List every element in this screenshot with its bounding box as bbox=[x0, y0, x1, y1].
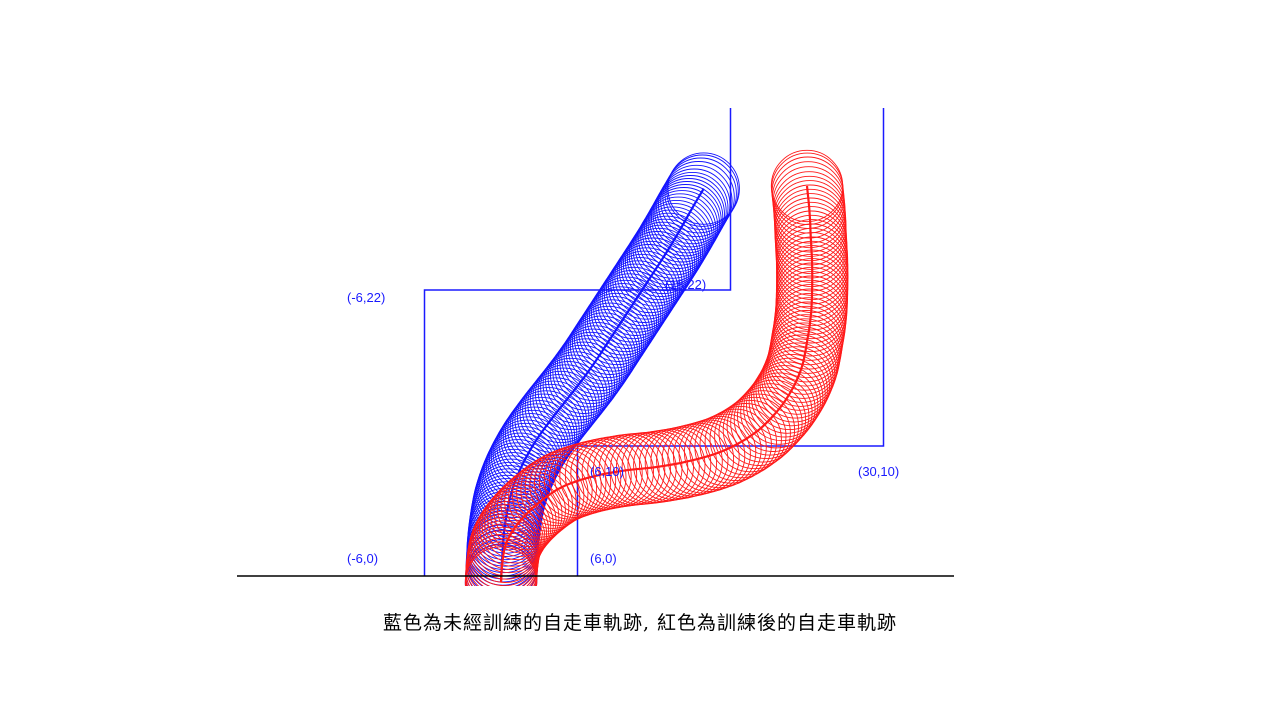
car-footprint-circle bbox=[512, 387, 585, 460]
car-footprint-circle bbox=[481, 487, 554, 561]
car-footprint-circle bbox=[726, 390, 799, 463]
car-footprint-circle bbox=[493, 474, 566, 547]
corner-label-right: (30,10) bbox=[858, 464, 899, 479]
car-footprint-circle bbox=[658, 168, 731, 241]
car-footprint-circle bbox=[645, 190, 719, 263]
corner-label-inner: (6,10) bbox=[590, 464, 624, 479]
trained-trajectory bbox=[464, 149, 849, 586]
car-footprint-circle bbox=[538, 445, 612, 518]
car-footprint-circle bbox=[650, 181, 724, 254]
car-footprint-circle bbox=[480, 442, 553, 515]
car-footprint-circle bbox=[612, 244, 685, 317]
car-footprint-circle bbox=[549, 338, 623, 411]
corner-label-br: (6,0) bbox=[590, 551, 617, 566]
car-footprint-circle bbox=[770, 149, 844, 223]
car-footprint-circle bbox=[662, 161, 735, 234]
car-footprint-circle bbox=[642, 196, 715, 269]
car-footprint-circle bbox=[508, 462, 581, 535]
car-footprint-circle bbox=[529, 364, 603, 437]
car-footprint-circle bbox=[620, 231, 694, 304]
car-footprint-circle bbox=[496, 471, 570, 544]
car-footprint-circle bbox=[537, 354, 610, 427]
car-footprint-circle bbox=[535, 357, 608, 431]
car-footprint-circle bbox=[714, 399, 787, 473]
car-footprint-circle bbox=[672, 419, 746, 492]
car-footprint-circle bbox=[660, 164, 733, 238]
car-footprint-circle bbox=[759, 346, 832, 419]
car-footprint-circle bbox=[618, 234, 692, 307]
car-footprint-circle bbox=[664, 157, 737, 230]
corner-label-tr-top: (18,22) bbox=[665, 277, 706, 292]
car-footprint-circle bbox=[529, 449, 602, 522]
car-footprint-circle bbox=[520, 453, 593, 527]
car-footprint-circle bbox=[543, 443, 617, 517]
trajectory-centerline bbox=[499, 185, 814, 583]
car-footprint-circle bbox=[469, 507, 543, 580]
car-footprint-circle bbox=[540, 351, 613, 424]
car-footprint-circle bbox=[468, 513, 541, 586]
car-footprint-circle bbox=[709, 403, 782, 476]
car-footprint-circle bbox=[694, 411, 767, 484]
car-footprint-circle bbox=[661, 422, 735, 496]
car-footprint-circle bbox=[614, 240, 687, 314]
left-wall bbox=[423, 108, 732, 576]
car-footprint-circle bbox=[654, 175, 727, 248]
car-footprint-circle bbox=[504, 465, 577, 538]
car-footprint-circle bbox=[733, 383, 807, 456]
car-footprint-circle bbox=[755, 353, 828, 427]
car-footprint-circle bbox=[666, 154, 739, 227]
corner-label-tl: (-6,22) bbox=[347, 290, 385, 305]
car-footprint-circle bbox=[484, 432, 557, 505]
car-footprint-circle bbox=[522, 374, 595, 447]
car-footprint-circle bbox=[689, 413, 762, 487]
car-footprint-circle bbox=[559, 439, 632, 513]
car-footprint-circle bbox=[478, 491, 552, 564]
figure-caption: 藍色為未經訓練的自走車軌跡, 紅色為訓練後的自走車軌跡 bbox=[382, 612, 898, 634]
car-footprint-circle bbox=[484, 484, 557, 557]
car-footprint-circle bbox=[610, 247, 683, 320]
car-footprint-circle bbox=[656, 171, 729, 245]
car-footprint-circle bbox=[500, 468, 573, 541]
car-footprint-circle bbox=[667, 152, 740, 225]
car-footprint-circle bbox=[638, 427, 712, 501]
car-footprint-circle bbox=[647, 187, 720, 260]
car-footprint-circle bbox=[616, 237, 689, 310]
car-footprint-circle bbox=[509, 390, 583, 463]
car-footprint-circle bbox=[519, 377, 592, 450]
car-footprint-circle bbox=[547, 341, 620, 414]
car-footprint-circle bbox=[652, 178, 725, 251]
corner-label-bl: (-6,0) bbox=[347, 551, 378, 566]
car-footprint-circle bbox=[730, 386, 803, 460]
car-footprint-circle bbox=[512, 459, 585, 532]
car-footprint-circle bbox=[532, 361, 605, 434]
car-footprint-circle bbox=[644, 193, 717, 266]
car-footprint-circle bbox=[743, 372, 816, 445]
